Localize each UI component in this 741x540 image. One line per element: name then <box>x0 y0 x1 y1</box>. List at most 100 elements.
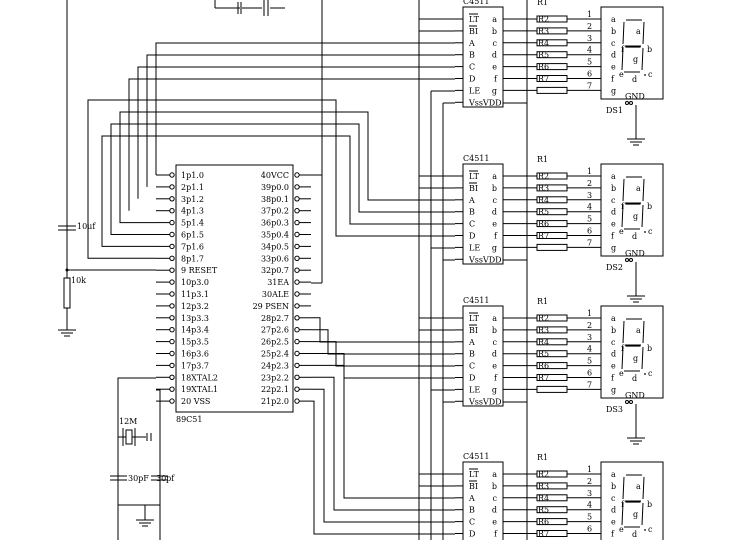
resistor-label: R6 <box>538 518 549 527</box>
decoder-left-pin-label: D <box>469 530 475 539</box>
resistor-label: R5 <box>538 51 549 60</box>
decoder-right-pin-label: b <box>492 27 497 36</box>
ground-symbol <box>136 519 154 527</box>
display-segment-label: f <box>621 500 625 509</box>
display-segment <box>622 178 625 202</box>
pin-circle <box>169 291 175 297</box>
mcu-left-pin-label: 16p3.6 <box>181 350 209 359</box>
display-gnd-label: GND <box>625 391 645 400</box>
display-gnd-label: GND <box>625 92 645 101</box>
pin-circle <box>169 315 175 321</box>
display-pin-label: e <box>611 63 616 72</box>
display-segment <box>621 346 624 370</box>
resistor-pin-number: 6 <box>587 227 592 236</box>
display-pin-label: g <box>611 385 616 394</box>
xtal1-wire <box>156 389 161 450</box>
display-segment-label: d <box>632 75 637 84</box>
resistor-pin-number: 2 <box>587 321 592 330</box>
display-segment <box>622 21 625 45</box>
decoder-right-pin-label: e <box>492 63 497 72</box>
mcu-right-pin-label: 27p2.6 <box>261 326 289 335</box>
resistor-pin-number: 1 <box>587 465 592 474</box>
decoder-left-pin-label: C <box>469 518 475 527</box>
decoder-right-pin-label: g <box>492 86 497 95</box>
display-segment-label: a <box>636 184 641 193</box>
display-segment <box>622 320 625 344</box>
mcu-right-pin-label: 26p2.5 <box>261 338 289 347</box>
p2-to-dec4 <box>311 364 455 499</box>
pin-circle <box>294 386 300 392</box>
pin-circle <box>169 255 175 261</box>
pin-circle <box>169 362 175 369</box>
pin-circle <box>294 231 300 238</box>
display-gnd-label: GND <box>625 249 645 258</box>
pin-circle <box>169 184 175 190</box>
resistor-pin-number: 4 <box>587 203 592 212</box>
mcu-right-pin-label: 36p0.3 <box>261 219 289 228</box>
junction-dot <box>65 268 69 272</box>
display-segment-label: c <box>648 227 653 236</box>
display-segment-label: b <box>647 202 652 211</box>
mcu-right-pin-label: 25p2.4 <box>261 350 289 359</box>
display-pin-circle <box>629 400 633 404</box>
decoder-right-pin-label: c <box>493 494 498 503</box>
decoder-name: C4511 <box>463 154 489 163</box>
display-pin-label: b <box>611 184 616 193</box>
mcu-left-pin-label: 4p1.3 <box>181 207 204 216</box>
mcu-right-pin-label: 24p2.3 <box>261 361 289 370</box>
decoder-right-pin-label: b <box>492 326 497 335</box>
pin-circle <box>294 255 300 261</box>
resistor <box>536 86 568 94</box>
resistor-label: R5 <box>538 350 549 359</box>
mcu-right-pin-label: 22p2.1 <box>261 385 289 394</box>
decoder-right-pin-label: e <box>492 362 497 371</box>
pin-circle <box>294 184 300 190</box>
display-segment-label: e <box>619 369 624 378</box>
decoder-right-pin-label: f <box>494 232 498 241</box>
resistor-label: R2 <box>538 172 549 181</box>
decoder-right-pin-label: f <box>494 530 498 539</box>
resistor-array-name: R1 <box>537 297 548 306</box>
resistor-pin-number: 7 <box>587 380 592 389</box>
pin-circle <box>294 374 300 380</box>
top-capacitors <box>214 0 285 16</box>
decoder-name: C4511 <box>463 452 489 461</box>
pin-circle <box>294 315 300 321</box>
ground-symbol <box>627 138 645 146</box>
decoder-right-pin-label: b <box>492 184 497 193</box>
display-segment <box>642 21 645 45</box>
mcu-left-pin-label: 7p1.6 <box>181 242 204 251</box>
crystal <box>125 429 133 445</box>
mcu-left-pin-label: 5p1.4 <box>181 219 204 228</box>
decoder-left-pin-label: D <box>469 374 475 383</box>
mcu-right-pin-label: 34p0.5 <box>261 242 289 251</box>
resistor-label: R2 <box>538 470 549 479</box>
resistor-array-name: R1 <box>537 453 548 462</box>
display-segment-label: f <box>621 344 625 353</box>
decoder-right-pin-label: a <box>492 172 497 181</box>
display-pin-circle <box>629 101 633 105</box>
decoder-right-pin-label: b <box>492 482 497 491</box>
display-pin-label: b <box>611 27 616 36</box>
mcu-left-pin-label: 20 VSS <box>181 397 210 406</box>
display-segment-label: f <box>621 45 625 54</box>
resistor-label: R4 <box>538 196 549 205</box>
decoder-right-pin-label: a <box>492 314 497 323</box>
pin-circle <box>169 279 175 285</box>
p2-to-dec4 <box>311 376 455 511</box>
mcu-right-pin-label: 39p0.0 <box>261 183 289 192</box>
resistor-pin-number: 2 <box>587 179 592 188</box>
display-pin-label: d <box>611 208 616 217</box>
pin-circle <box>169 231 175 238</box>
resistor-label: R2 <box>538 15 549 24</box>
resistor-label: R4 <box>538 39 549 48</box>
ground-symbol <box>627 295 645 303</box>
mcu-right-pin-label: 32p0.7 <box>261 266 289 275</box>
